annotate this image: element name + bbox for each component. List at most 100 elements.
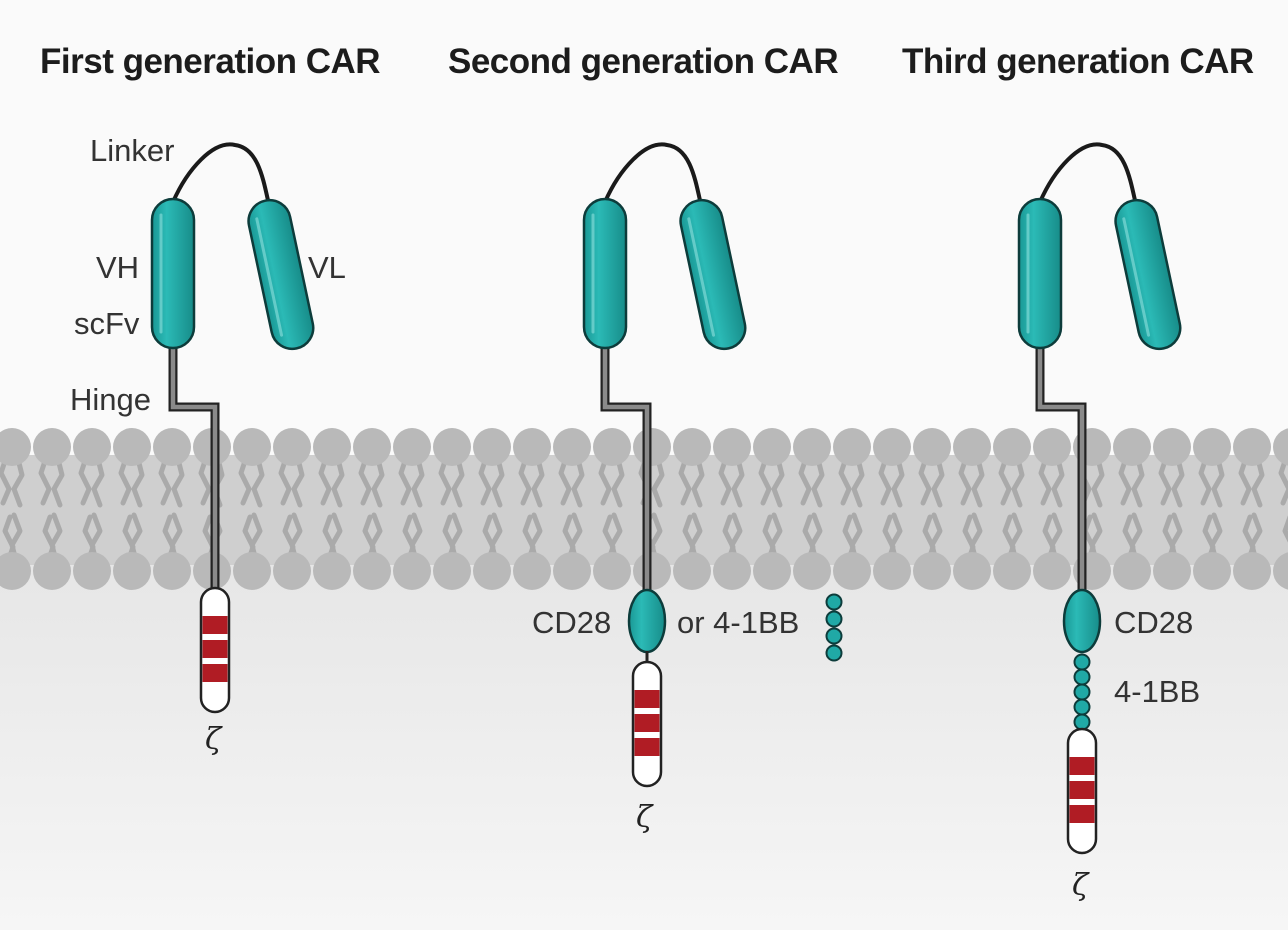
label-linker: Linker <box>90 133 175 168</box>
lipid-head-lower <box>113 552 151 590</box>
lipid-head-upper <box>113 428 151 466</box>
bb41-bead-2 <box>1073 668 1091 686</box>
lipid-head-lower <box>1033 552 1071 590</box>
lipid-head-upper <box>353 428 391 466</box>
alt-4-1bb-bead-1 <box>825 593 843 611</box>
label-4-1bb-third: 4-1BB <box>1114 674 1201 709</box>
zeta-itam-2 <box>634 714 660 732</box>
car-second-generation <box>582 142 843 788</box>
lipid-head-lower <box>1273 552 1288 590</box>
lipid-head-upper <box>313 428 351 466</box>
zeta-itam-1 <box>634 690 660 708</box>
lipid-head-lower <box>433 552 471 590</box>
lipid-head-lower <box>593 552 631 590</box>
lipid-head-upper <box>873 428 911 466</box>
label-cd28-second: CD28 <box>532 605 612 640</box>
lipid-head-upper <box>553 428 591 466</box>
zeta-itam-3 <box>1069 805 1095 823</box>
vh-domain-shape <box>582 197 628 350</box>
lipid-head-lower <box>953 552 991 590</box>
lipid-head-lower <box>993 552 1031 590</box>
lipid-head-lower <box>33 552 71 590</box>
hinge-transmembrane <box>170 340 218 590</box>
vl-domain-shape <box>247 198 315 351</box>
lipid-head-lower <box>1113 552 1151 590</box>
zeta-itam-1 <box>202 616 228 634</box>
label-zeta-second: ζ <box>636 800 653 835</box>
bb41-bead-5 <box>1073 713 1091 731</box>
vh-domain-shape <box>150 197 196 350</box>
alt-4-1bb-bead-2 <box>825 610 843 628</box>
lipid-head-upper <box>1033 428 1071 466</box>
lipid-head-lower <box>873 552 911 590</box>
vl-domain <box>679 198 747 351</box>
lipid-head-lower <box>353 552 391 590</box>
linker-chain <box>1038 142 1138 207</box>
lipid-head-upper <box>1233 428 1271 466</box>
lipid-head-lower <box>393 552 431 590</box>
lipid-head-lower <box>273 552 311 590</box>
lipid-head-lower <box>1233 552 1271 590</box>
lipid-head-lower <box>833 552 871 590</box>
lipid-head-upper <box>513 428 551 466</box>
lipid-head-upper <box>1193 428 1231 466</box>
lipid-head-upper <box>953 428 991 466</box>
alt-4-1bb-bead-4 <box>825 644 843 662</box>
bb41-bead-4 <box>1073 698 1091 716</box>
lipid-head-lower <box>673 552 711 590</box>
lipid-head-lower <box>73 552 111 590</box>
title-second-generation: Second generation CAR <box>448 42 839 81</box>
label-or-4-1bb: or 4-1BB <box>677 605 800 640</box>
label-hinge: Hinge <box>70 382 151 417</box>
lipid-head-upper <box>993 428 1031 466</box>
vl-domain-highlight <box>255 217 284 337</box>
zeta-itam-1 <box>1069 757 1095 775</box>
lipid-head-lower <box>753 552 791 590</box>
zeta-itam-3 <box>202 664 228 682</box>
zeta-itam-2 <box>202 640 228 658</box>
hinge-transmembrane <box>1037 340 1085 590</box>
vl-domain-highlight <box>1122 217 1151 337</box>
linker-chain <box>171 142 271 207</box>
lipid-head-lower <box>1153 552 1191 590</box>
lipid-head-upper <box>473 428 511 466</box>
label-cd28-third: CD28 <box>1114 605 1194 640</box>
cd28-domain <box>627 588 667 654</box>
zeta-itam-2 <box>1069 781 1095 799</box>
lipid-head-upper <box>793 428 831 466</box>
lipid-head-lower <box>793 552 831 590</box>
lipid-head-upper <box>393 428 431 466</box>
vh-domain <box>1017 197 1063 350</box>
vl-domain <box>247 198 315 351</box>
lipid-head-upper <box>273 428 311 466</box>
linker-chain <box>603 142 703 207</box>
title-first-generation: First generation CAR <box>40 42 381 81</box>
lipid-head-lower <box>0 552 31 590</box>
lipid-head-lower <box>713 552 751 590</box>
lipid-head-lower <box>633 552 671 590</box>
hinge-transmembrane <box>602 340 650 590</box>
alt-4-1bb-bead-3 <box>825 627 843 645</box>
car-constructs <box>150 142 1182 855</box>
lipid-head-lower <box>913 552 951 590</box>
car-third-generation <box>1017 142 1182 855</box>
lipid-head-upper <box>433 428 471 466</box>
vl-domain-shape <box>1114 198 1182 351</box>
lipid-head-upper <box>633 428 671 466</box>
lipid-head-upper <box>73 428 111 466</box>
car-first-generation <box>150 142 315 714</box>
label-scfv: scFv <box>74 306 140 341</box>
lipid-head-lower <box>233 552 271 590</box>
lipid-head-lower <box>513 552 551 590</box>
lipid-head-upper <box>1273 428 1288 466</box>
lipid-head-upper <box>833 428 871 466</box>
vh-domain <box>582 197 628 350</box>
label-vl: VL <box>308 250 346 285</box>
lipid-head-upper <box>713 428 751 466</box>
label-vh: VH <box>96 250 140 285</box>
vl-domain <box>1114 198 1182 351</box>
lipid-head-lower <box>553 552 591 590</box>
label-zeta-third: ζ <box>1072 868 1089 903</box>
